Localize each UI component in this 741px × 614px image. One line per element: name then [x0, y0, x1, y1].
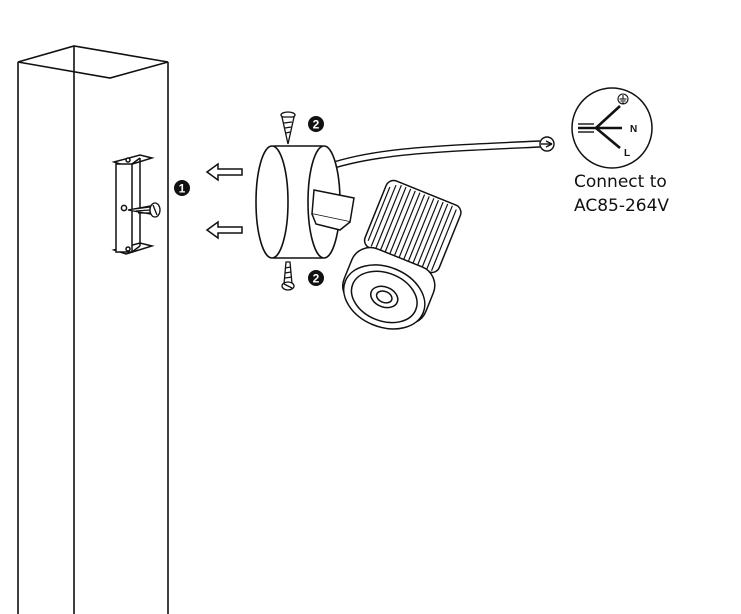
step-2-label-top: 2 [313, 118, 320, 132]
step-2-badge-top: 2 [308, 116, 324, 132]
mounting-bracket [111, 154, 155, 255]
bottom-screw [281, 261, 295, 291]
pillar [17, 45, 169, 614]
earth-ground-icon [617, 93, 629, 105]
step-2-badge-bottom: 2 [308, 270, 324, 286]
direction-arrows [205, 162, 243, 240]
connection-caption-line-1: Connect to [574, 172, 667, 192]
bracket-screw [127, 202, 161, 218]
top-screw [280, 111, 296, 145]
left-arrow-icon [205, 220, 243, 240]
connection-caption-line-2: AC85-264V [574, 196, 670, 216]
step-2-label-bottom: 2 [313, 272, 320, 286]
wiring-detail: N L [571, 87, 653, 169]
step-1-badge: 1 [174, 180, 190, 196]
neutral-label: N [630, 124, 637, 135]
swivel-arm [311, 189, 355, 231]
power-cable [321, 136, 555, 173]
live-label: L [624, 148, 630, 159]
mount-base [255, 145, 341, 259]
step-1-label: 1 [179, 182, 186, 196]
left-arrow-icon [205, 162, 243, 182]
spotlight-head [342, 179, 462, 330]
